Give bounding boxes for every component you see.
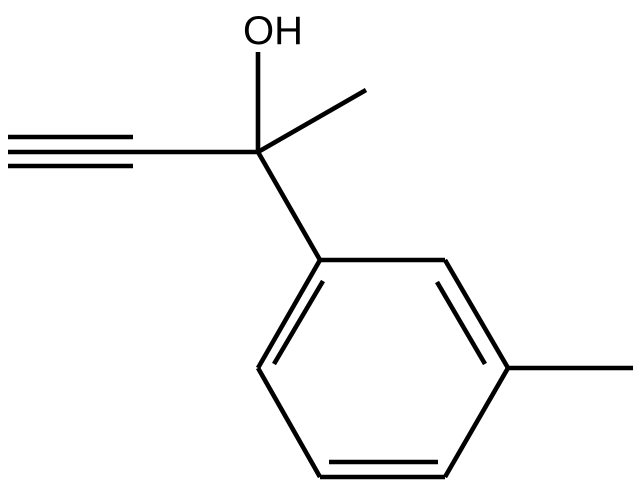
ring-bond-5 <box>256 366 322 479</box>
benzene-ring <box>256 257 510 480</box>
ring-double-bond-inner-3 <box>272 279 325 366</box>
ring-double-bond-inner-1 <box>435 280 487 366</box>
ring-bond-6 <box>256 258 322 370</box>
ring-bond-2 <box>443 258 510 370</box>
carbon-ring-bond <box>256 150 322 262</box>
alkyne-triple-bond <box>8 134 133 169</box>
methyl-bond <box>256 88 368 154</box>
hydroxyl-label: OH <box>243 9 303 53</box>
ring-bond-3 <box>443 366 510 479</box>
